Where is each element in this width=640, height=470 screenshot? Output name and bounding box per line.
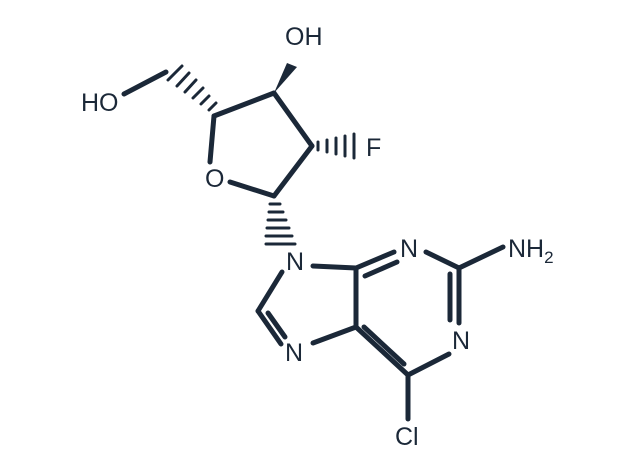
atom-label-amino: NH2: [508, 235, 554, 267]
bond-c3-c2: [271, 90, 315, 149]
bond-c6-c5: [353, 324, 411, 378]
amino-subscript: 2: [544, 248, 553, 267]
bond-c8-n7-double: [265, 310, 288, 340]
bond-n9-c8: [255, 269, 285, 314]
bond-c2-c1: [271, 143, 315, 199]
bond-c4-n3-double: [362, 259, 400, 279]
bond-c6-c5-double: [361, 324, 407, 367]
hashed-bond-c1-n9: [264, 202, 297, 246]
amino-main: NH: [508, 235, 544, 263]
bond-c1-o: [227, 179, 277, 199]
bond-n1-c6: [405, 351, 452, 378]
atom-label-n1: N: [452, 327, 470, 355]
bond-c4-c3: [211, 90, 277, 119]
hashed-bond-c2-f: [316, 132, 356, 160]
atom-label-n9: N: [286, 248, 304, 276]
bond-c8-n7: [255, 308, 284, 347]
bond-c2-nh2: [456, 244, 506, 271]
bond-c4-n3: [353, 249, 397, 271]
wedge-bond-c3-oh: [274, 63, 297, 93]
atom-label-ho-left: HO: [81, 89, 119, 117]
atom-label-oh-top: OH: [285, 23, 323, 51]
bond-n3-c2: [423, 249, 462, 271]
atom-label-fluorine: F: [366, 134, 381, 162]
atom-label-n3: N: [400, 235, 418, 263]
hashed-bond-c4-ch2: [166, 64, 218, 112]
bond-n7-c5: [310, 324, 359, 346]
bond-ch2-ho: [121, 69, 169, 97]
atom-label-ring-oxygen: O: [205, 165, 224, 193]
atom-label-n7: N: [285, 339, 303, 367]
atom-label-chlorine: Cl: [395, 423, 419, 451]
bond-c4-n9: [310, 263, 359, 271]
bond-o-c4: [207, 113, 217, 165]
